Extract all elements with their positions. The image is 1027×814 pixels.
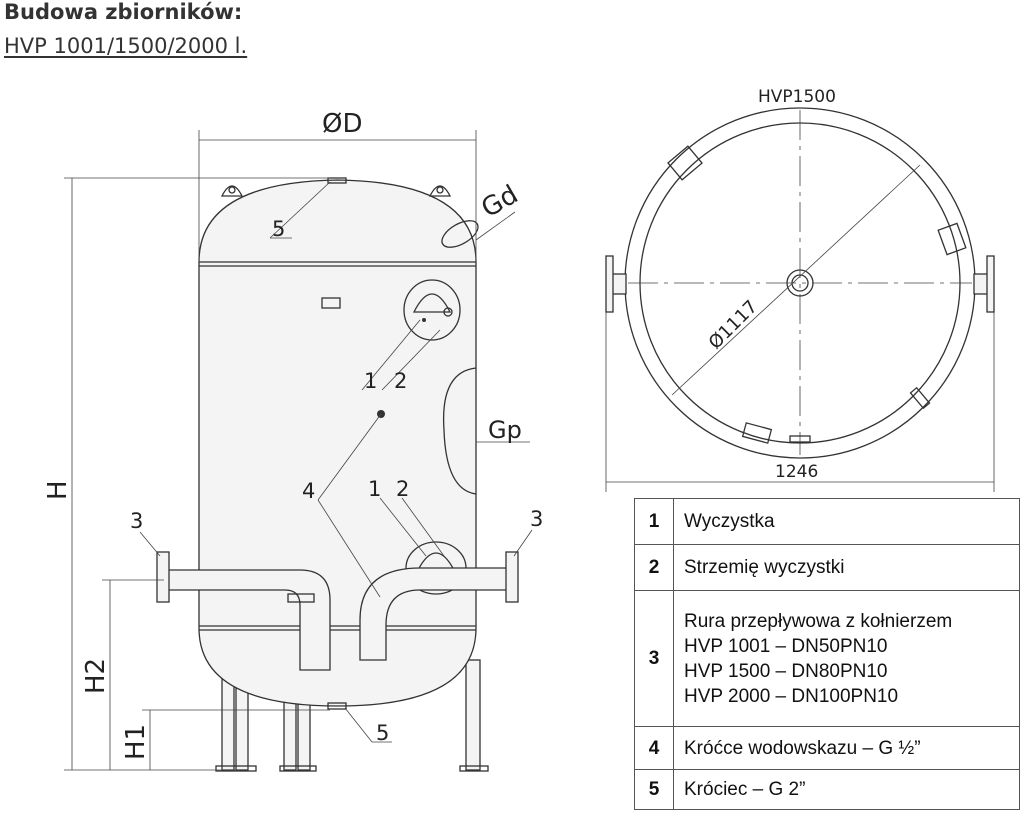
legend-row: 1 Wyczystka: [634, 498, 1020, 545]
dim-h1-label: H1: [121, 724, 151, 760]
dim-inner-diameter: Ø1117: [705, 296, 762, 353]
legend-desc-line: Rura przepływowa z kołnierzem: [684, 610, 953, 632]
gp-label: Gp: [488, 416, 522, 444]
callout-4: 4: [302, 479, 315, 503]
callout-3-left: 3: [130, 509, 143, 533]
legend-desc-line: HVP 1001 – DN50PN10: [684, 635, 888, 657]
dim-outer-width: 1246: [775, 462, 818, 482]
legend-num: 1: [634, 498, 674, 545]
callout-5-top: 5: [272, 217, 285, 241]
manhole-upper: [403, 279, 461, 341]
legend-row: 5 Króciec – G 2”: [634, 769, 1020, 810]
gd-label: Gd: [477, 180, 524, 224]
legend-num: 3: [634, 590, 674, 727]
tank-models-link[interactable]: HVP 1001/1500/2000 l.: [4, 34, 248, 58]
callout-2-lower: 2: [396, 477, 409, 501]
legend-desc: Króciec – G 2”: [673, 769, 1020, 810]
page-title: Budowa zbiorników:: [4, 0, 243, 24]
legend-desc: Króćce wodowskazu – G ½”: [673, 726, 1020, 770]
callout-3-right: 3: [530, 507, 543, 531]
legend-num: 2: [634, 544, 674, 591]
tank-side-view: ØD Gd 5 1 2 Gp 4 1 2 3 3 5 H H2 H1: [43, 109, 543, 772]
tank-top-view: HVP1500 Ø1117 1246: [605, 87, 995, 492]
callout-1-upper: 1: [364, 369, 377, 393]
legend-row: 3 Rura przepływowa z kołnierzem HVP 1001…: [634, 590, 1020, 727]
dim-height-label: H: [43, 480, 73, 500]
dim-diameter-label: ØD: [322, 109, 363, 139]
legend-desc: Rura przepływowa z kołnierzem HVP 1001 –…: [673, 590, 1020, 727]
legend-row: 2 Strzemię wyczystki: [634, 544, 1020, 591]
callout-1-lower: 1: [368, 477, 381, 501]
legend-desc: Strzemię wyczystki: [673, 544, 1020, 591]
legend-desc: Wyczystka: [673, 498, 1020, 545]
callout-2-upper: 2: [394, 369, 407, 393]
dim-h2-label: H2: [81, 658, 111, 694]
legend-table: 1 Wyczystka 2 Strzemię wyczystki 3 Rura …: [634, 498, 1020, 810]
tank-shell: [198, 179, 477, 707]
legend-row: 4 Króćce wodowskazu – G ½”: [634, 726, 1020, 770]
callout-5-bottom: 5: [376, 721, 389, 745]
top-view-title: HVP1500: [758, 87, 836, 107]
legend-desc-line: HVP 1500 – DN80PN10: [684, 660, 888, 682]
legend-num: 5: [634, 769, 674, 810]
legend-num: 4: [634, 726, 674, 770]
leg: [465, 659, 481, 771]
legend-desc-line: HVP 2000 – DN100PN10: [684, 685, 899, 707]
